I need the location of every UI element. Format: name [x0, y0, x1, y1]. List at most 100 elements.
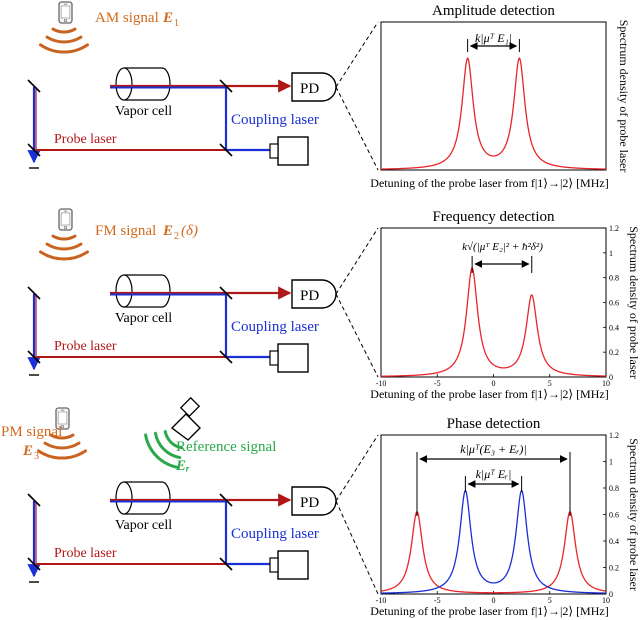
signal-wave-3 [39, 250, 89, 261]
series-line-0 [380, 57, 607, 170]
x-tick-label: 5 [548, 379, 552, 388]
signal-wave-1 [51, 27, 77, 34]
plot-frame [380, 227, 607, 378]
vapor-cell-end [115, 67, 133, 101]
fm-signal-label: FM signal [95, 223, 156, 239]
pm-signal-label: PM signal [1, 424, 62, 440]
y-tick-label: 0.2 [609, 564, 619, 573]
y-axis-label: Spectrum density of probe laser [627, 438, 640, 591]
x-tick-label: -5 [434, 596, 441, 605]
y-tick-label: 0.2 [609, 348, 619, 357]
pd-label: PD [300, 495, 319, 511]
pm-signal-subscript: 3 [34, 451, 39, 462]
y-tick-label: 0.6 [609, 299, 619, 308]
probe-laser-label: Probe laser [54, 546, 117, 561]
signal-wave-1 [51, 234, 77, 241]
zoom-line-top [335, 21, 379, 88]
vapor-cell-label: Vapor cell [115, 104, 172, 119]
fm-signal-subscript: 2 [174, 231, 179, 242]
mirror-top-left [27, 493, 41, 507]
pm-signal-symbol: E [22, 443, 33, 459]
vapor-cell-body [124, 274, 171, 308]
mirror-bottom-right [219, 557, 233, 571]
zoom-line-bottom [335, 500, 379, 595]
coupling-laser-source [277, 343, 309, 373]
zoom-line-top [335, 227, 379, 295]
phone-button [63, 225, 68, 230]
y-tick-label: 1.2 [609, 224, 619, 233]
zoom-line-top [335, 434, 379, 502]
signal-wave-2 [45, 35, 83, 44]
horn-antenna-feed [179, 396, 201, 418]
vapor-cell-body [124, 481, 171, 515]
y-tick-label: 0.4 [609, 537, 619, 546]
phone-button [63, 18, 68, 23]
laser-aperture [269, 557, 279, 573]
y-axis-label: Spectrum density of probe laser [627, 226, 640, 379]
photodetector [291, 486, 337, 516]
coupling-laser-source [277, 136, 309, 166]
photodetector [291, 72, 337, 102]
vapor-cell-body [124, 67, 171, 101]
y-tick-label: 1.2 [609, 431, 619, 440]
vapor-cell-end [115, 481, 133, 515]
vapor-cell-end [115, 274, 133, 308]
x-tick-label: 10 [602, 596, 610, 605]
x-tick-label: 10 [602, 379, 610, 388]
x-tick-label: 0 [492, 379, 496, 388]
y-tick-label: 1 [609, 458, 613, 467]
series-line-1 [380, 489, 607, 594]
phone-screen [60, 5, 71, 19]
mirror-top-left [27, 79, 41, 93]
x-axis-label: Detuning of the probe laser from f|1⟩→|2… [370, 387, 608, 401]
y-axis-label: Spectrum density of probe laser [617, 20, 631, 173]
pd-label: PD [300, 81, 319, 97]
signal-wave-2 [43, 441, 81, 450]
plot-title: Amplitude detection [432, 3, 555, 19]
coupling-laser-label: Coupling laser [231, 112, 319, 128]
y-tick-label: 0.8 [609, 274, 619, 283]
mirror-bottom-left [27, 557, 41, 571]
phone-screen [60, 212, 71, 226]
reference-signal-symbol: Eᵣ [175, 458, 190, 474]
pd-label: PD [300, 288, 319, 304]
am-signal-label: AM signal [95, 10, 159, 26]
mirror-top-right [219, 493, 233, 507]
probe-laser-label: Probe laser [54, 339, 117, 354]
pm-inner-label: k|μᵀ Eᵣ| [476, 467, 512, 481]
y-tick-label: 1 [609, 249, 613, 258]
plot-title: Frequency detection [432, 209, 555, 225]
reference-wave-3 [144, 433, 180, 469]
fm-signal-symbol: E [162, 223, 173, 239]
x-axis-label: Detuning of the probe laser from f|1⟩→|2… [370, 176, 608, 190]
mirror-bottom-right [219, 350, 233, 364]
x-tick-label: 0 [492, 596, 496, 605]
mirror-top-right [219, 79, 233, 93]
signal-wave-2 [45, 242, 83, 251]
series-line-0 [380, 266, 607, 377]
coupling-laser-label: Coupling laser [231, 526, 319, 542]
vapor-cell-label: Vapor cell [115, 518, 172, 533]
x-tick-label: 5 [548, 596, 552, 605]
coupling-laser-source [277, 550, 309, 580]
pm-outer-label: k|μᵀ(E₃ + Eᵣ)| [460, 442, 526, 456]
x-tick-label: -10 [376, 379, 387, 388]
y-tick-label: 0 [609, 590, 613, 599]
y-tick-label: 0.4 [609, 323, 619, 332]
am-signal-subscript: 1 [174, 18, 179, 29]
fm-splitting-label: k√(|μᵀ E₂|² + ħ²δ²) [462, 241, 543, 253]
mirror-top-left [27, 286, 41, 300]
phone-screen [57, 411, 68, 425]
signal-wave-1 [49, 433, 75, 440]
mirror-bottom-right [219, 143, 233, 157]
horn-antenna-icon [170, 413, 201, 441]
laser-aperture [269, 143, 279, 159]
plot-title: Phase detection [447, 416, 541, 432]
mirror-bottom-left [27, 143, 41, 157]
mirror-top-right [219, 286, 233, 300]
phone-button [60, 424, 65, 429]
am-splitting-label: k|μᵀ E₁| [475, 31, 512, 45]
am-signal-symbol: E [162, 10, 173, 26]
